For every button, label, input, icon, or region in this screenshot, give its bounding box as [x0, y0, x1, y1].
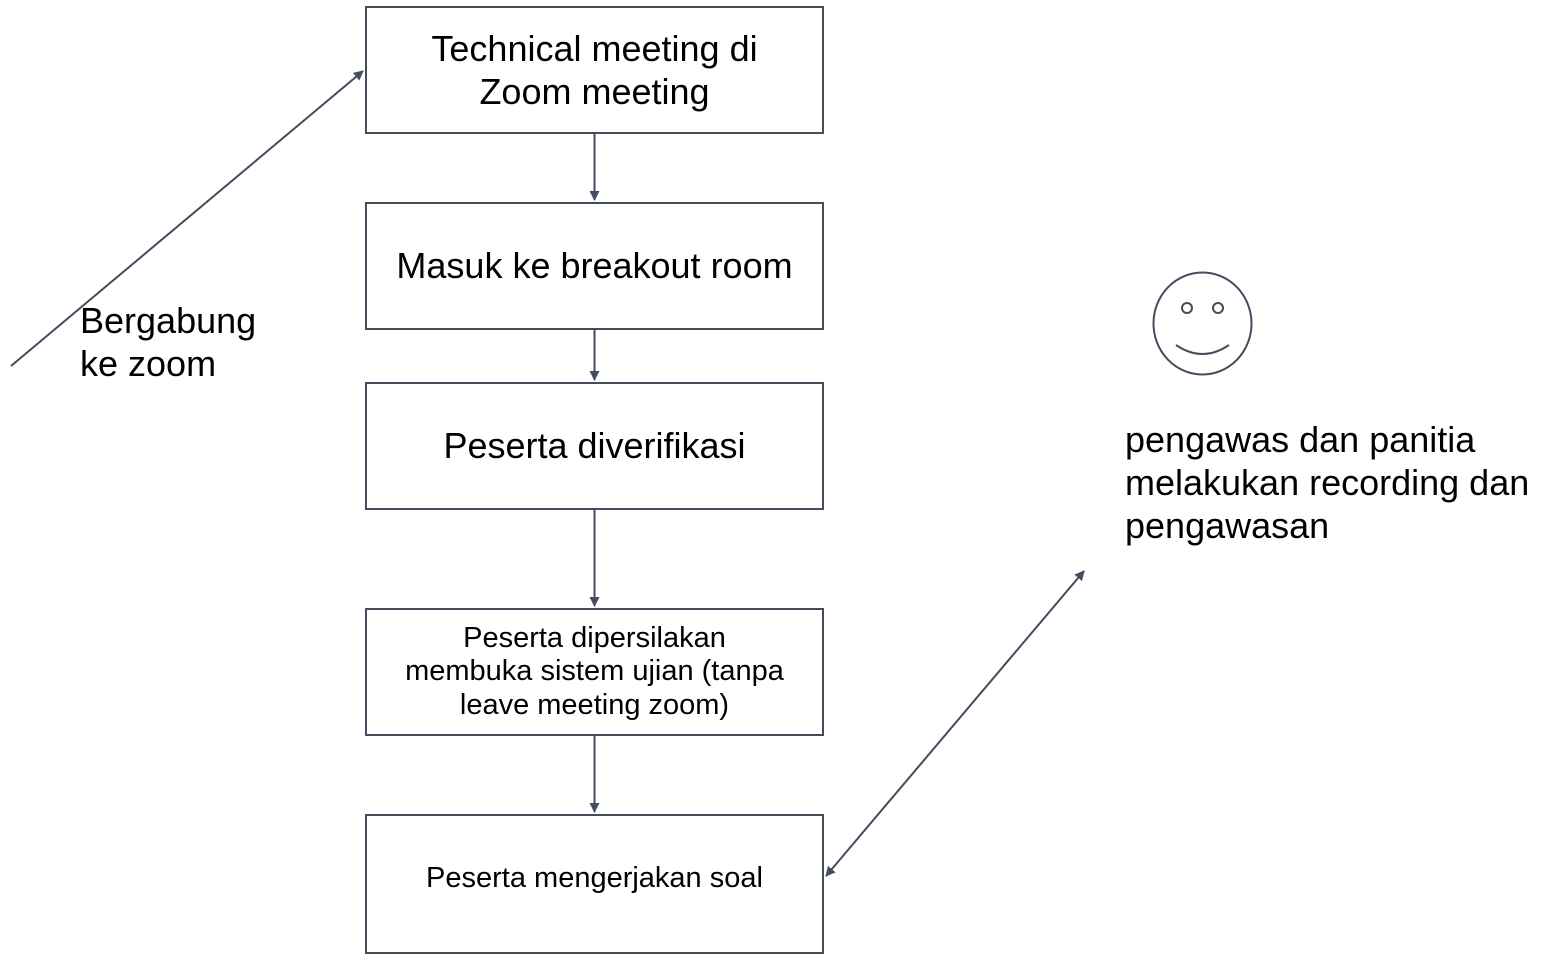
join-zoom-annotation: Bergabung ke zoom [80, 300, 257, 385]
supervisor-annotation: pengawas dan panitia melakukan recording… [1125, 419, 1530, 547]
step-technical-meeting-label: Technical meeting di Zoom meeting [431, 27, 758, 112]
step-work-questions: Peserta mengerjakan soal [365, 814, 824, 954]
smiley-face-icon [1152, 271, 1253, 376]
step-work-questions-label: Peserta mengerjakan soal [426, 861, 763, 894]
step-breakout-room-label: Masuk ke breakout room [396, 245, 793, 287]
step-verification: Peserta diverifikasi [365, 382, 824, 510]
step-verification-label: Peserta diverifikasi [443, 425, 746, 467]
step-open-exam-system-label: Peserta dipersilakan membuka sistem ujia… [405, 621, 784, 721]
step-breakout-room: Masuk ke breakout room [365, 202, 824, 330]
step-technical-meeting: Technical meeting di Zoom meeting [365, 6, 824, 134]
arrow-supervision [825, 570, 1085, 877]
arrow-join-zoom [10, 70, 364, 367]
step-open-exam-system: Peserta dipersilakan membuka sistem ujia… [365, 608, 824, 736]
